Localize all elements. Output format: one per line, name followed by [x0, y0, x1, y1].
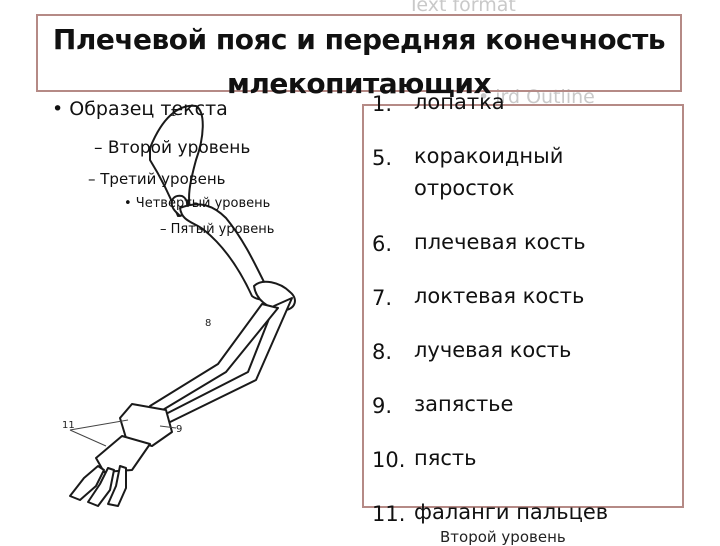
master-level-5[interactable]: – Пятый уровень [160, 222, 275, 237]
slide-title: Плечевой пояс и передняя конечность млек… [52, 23, 666, 100]
list-text: плечевая кость [414, 230, 586, 254]
list-number: 5. [372, 146, 393, 170]
list-number: 1. [372, 92, 393, 116]
title-placeholder-frame[interactable] [36, 14, 682, 92]
list-number: 10. [372, 448, 406, 472]
list-text: лопатка [414, 90, 505, 114]
list-number: 6. [372, 232, 393, 256]
label-1: 1 [170, 108, 176, 119]
list-text: пясть [414, 446, 477, 470]
label-8: 8 [205, 318, 211, 329]
phalanges-bone-3 [107, 465, 127, 507]
phalanges-bone-2 [87, 467, 115, 507]
list-text: запястье [414, 392, 514, 416]
list-text: фаланги пальцев [414, 500, 609, 524]
list-text: коракоидный [414, 144, 564, 168]
list-text: локтевая кость [414, 284, 585, 308]
leader-line-9 [159, 425, 177, 429]
master-level-1[interactable]: • Образец текста [52, 98, 228, 120]
leader-line-11b [69, 429, 107, 447]
list-number: 7. [372, 286, 393, 310]
leader-line-11a [69, 419, 129, 431]
content-placeholder-frame[interactable] [362, 104, 684, 508]
label-9: 9 [176, 424, 182, 435]
label-11: 11 [62, 420, 75, 431]
scapula-bone [149, 104, 204, 217]
list-number: 11. [372, 502, 406, 526]
master-level-4[interactable]: • Четвертый уровень [124, 196, 271, 211]
master-level-2[interactable]: – Второй уровень [94, 138, 251, 158]
master-level-3[interactable]: – Третий уровень [88, 170, 226, 188]
carpus-bones [119, 403, 173, 447]
list-number: 9. [372, 394, 393, 418]
list-text: лучевая кость [414, 338, 572, 362]
phalanges-bone-1 [69, 465, 105, 501]
list-text-line2: отросток [414, 176, 515, 200]
ghost-text-format: Text format [408, 0, 516, 16]
ghost-second-level: Второй уровень [440, 528, 566, 546]
list-number: 8. [372, 340, 393, 364]
